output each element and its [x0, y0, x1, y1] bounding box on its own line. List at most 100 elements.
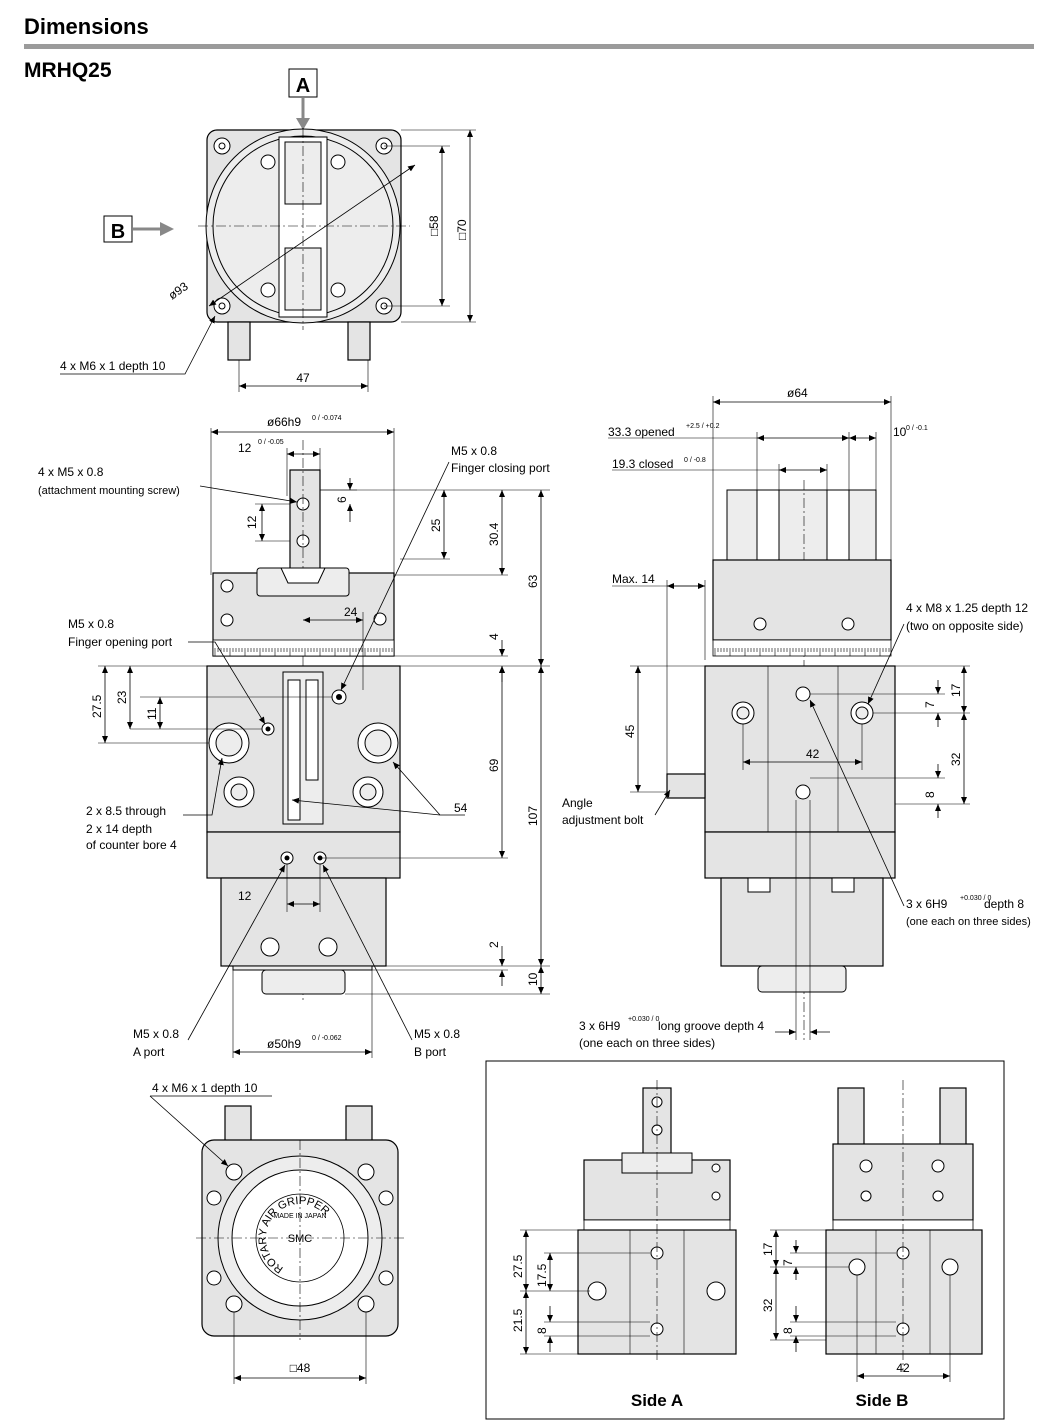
front-finger-jaw — [280, 567, 326, 584]
dim32-side-label: 32 — [949, 752, 963, 766]
dim69-label: 69 — [487, 758, 501, 772]
dim54-label: 54 — [454, 801, 468, 815]
view-a-arrowhead — [296, 118, 310, 130]
front-side-hole-1 — [220, 579, 234, 593]
m8-leader — [867, 623, 905, 705]
sq48-label: □48 — [290, 1361, 311, 1375]
side-a-27-5: 27.5 — [511, 1254, 525, 1278]
b-port-note: M5 x 0.8 — [414, 1027, 460, 1041]
dim63-label: 63 — [526, 574, 540, 588]
front-view: ø66h9 0 / -0.074 12 0 / -0.05 — [38, 415, 550, 1059]
front-port-block — [206, 831, 401, 879]
front-scale-ticks — [214, 648, 393, 656]
side-finger-left — [756, 489, 780, 561]
front-lower-fitting-2 — [318, 937, 338, 957]
a-port-sub: A port — [133, 1045, 165, 1059]
screw-leader — [199, 485, 298, 504]
dia66-label: ø66h9 — [267, 415, 301, 429]
dim7-side-label: 7 — [923, 701, 937, 708]
dim12-top-tol: 0 / -0.05 — [258, 439, 284, 446]
front-side-hole-3 — [373, 612, 387, 626]
side-a-8: 8 — [535, 1327, 549, 1334]
dia66-tol: 0 / -0.074 — [312, 415, 342, 422]
side-lower-body — [720, 877, 884, 967]
top-mount-note: 4 x M6 x 1 depth 10 — [60, 359, 166, 373]
groove-note-rest: long groove depth 4 — [658, 1019, 764, 1033]
front-rack-1 — [287, 679, 301, 821]
front-lower-fitting-1 — [260, 937, 280, 957]
side-a-label: Side A — [631, 1391, 683, 1410]
front-finger — [289, 469, 321, 571]
screw-note: 4 x M5 x 0.8 — [38, 465, 104, 479]
side-b-8: 8 — [781, 1327, 795, 1334]
front-bottom-boss — [261, 969, 346, 995]
side-b-32: 32 — [761, 1298, 775, 1312]
front-fitting-right-core — [359, 783, 377, 801]
front-fitting-left-core — [230, 783, 248, 801]
pin-note-rest: depth 8 — [984, 897, 1024, 911]
dim107-label: 107 — [526, 806, 540, 826]
max14-label: Max. 14 — [612, 572, 655, 586]
pin-note: 3 x 6H9 — [906, 897, 948, 911]
view-a-label: A — [296, 75, 310, 97]
side-finger-right — [826, 489, 850, 561]
side-pin-hole — [795, 686, 811, 702]
side-upper-body — [712, 559, 892, 641]
dim27-5-label: 27.5 — [90, 694, 104, 718]
groove-note: 3 x 6H9 — [579, 1019, 621, 1033]
close-port-sub: Finger closing port — [451, 461, 550, 475]
angle-bolt-leader — [654, 789, 671, 816]
dim6-label: 6 — [335, 496, 349, 503]
front-through-left — [215, 729, 243, 757]
groove-note-sub: (one each on three sides) — [579, 1036, 715, 1050]
top-mount-leader — [60, 315, 216, 375]
side-port-block — [704, 831, 896, 879]
side-panels: 27.5 17.5 21.5 8 Side A — [485, 1060, 1005, 1420]
close-port-note: M5 x 0.8 — [451, 444, 497, 458]
top-view: A B ø93 □58 □70 4 x M — [60, 68, 476, 392]
side-a-view: 27.5 17.5 21.5 8 Side A — [511, 1080, 737, 1410]
section-title: Dimensions — [24, 14, 149, 39]
dim23-label: 23 — [115, 690, 129, 704]
side-b-17: 17 — [761, 1242, 775, 1256]
groove-note-tol: +0.030 / 0 — [628, 1016, 659, 1023]
side-scale-ticks — [714, 648, 890, 656]
screw-note-sub: (attachment mounting screw) — [38, 485, 180, 497]
angle-bolt-label-2: adjustment bolt — [562, 813, 644, 827]
front-close-port-center — [336, 694, 342, 700]
dim25-label: 25 — [429, 518, 443, 532]
dia93-label: ø93 — [166, 279, 191, 303]
dim10-side-tol: 0 / -0.1 — [906, 425, 928, 432]
view-b-arrowhead — [160, 222, 174, 236]
bottom-view: ROTARY AIR GRIPPER SMC MADE IN JAPAN 4 x… — [149, 1081, 404, 1384]
open-port-leader — [188, 641, 266, 725]
open-port-note: M5 x 0.8 — [68, 617, 114, 631]
a-port-leader — [187, 864, 286, 1041]
front-side-hole-2 — [220, 613, 234, 627]
front-through-right — [364, 729, 392, 757]
through-note-2: 2 x 14 depth — [86, 822, 152, 836]
side-a-17-5: 17.5 — [535, 1263, 549, 1287]
pin-note-sub: (one each on three sides) — [906, 916, 1031, 928]
side-b-finger-right — [939, 1087, 967, 1155]
front-rack-2 — [305, 679, 319, 781]
dim11-label: 11 — [145, 707, 159, 720]
bottom-fitting-right — [345, 1105, 373, 1147]
front-open-port-center — [265, 726, 271, 732]
side-bottom-boss — [757, 965, 847, 993]
dim10-label: 10 — [526, 972, 540, 986]
side-b-label: Side B — [856, 1391, 909, 1410]
side-a-21-5: 21.5 — [511, 1308, 525, 1332]
dia93-line — [208, 164, 416, 307]
pin-leader — [809, 699, 905, 907]
side-view: ø64 33.3 opened +2.5 / +0.2 10 0 / -0.1 … — [562, 386, 1031, 1050]
dim45-label: 45 — [623, 724, 637, 738]
bottom-mount-note: 4 x M6 x 1 depth 10 — [152, 1081, 258, 1095]
front-spacer — [232, 965, 373, 971]
dim12-v-label: 12 — [245, 515, 259, 529]
dim30-4-label: 30.4 — [487, 522, 501, 546]
m8-note-sub: (two on opposite side) — [906, 619, 1023, 633]
dia64-label: ø64 — [787, 386, 808, 400]
dim24-label: 24 — [344, 605, 358, 619]
